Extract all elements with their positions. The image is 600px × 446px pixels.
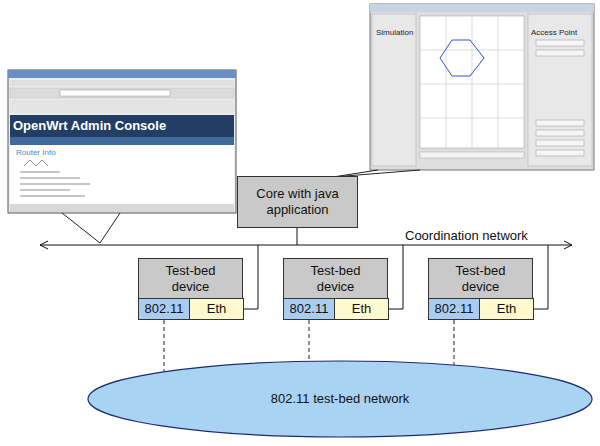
radio-link	[309, 320, 310, 361]
browser-section: Router Info	[16, 148, 56, 157]
node-text: Core with java application	[242, 186, 354, 217]
node-text-box: Test-bed device	[284, 259, 387, 298]
eth-interface: Eth	[334, 298, 389, 320]
java-app-screenshot	[370, 4, 594, 170]
panel-title: Simulation	[376, 28, 413, 37]
node-text-box: 802.11	[139, 299, 189, 319]
node-text: Test-bed device	[151, 263, 231, 294]
network-ellipse: 802.11 test-bed network	[87, 360, 593, 438]
radio-link	[454, 320, 455, 365]
device-box: Test-bed device 802.11 Eth	[428, 258, 533, 320]
node-text: 802.11	[145, 301, 184, 317]
wifi-interface: 802.11	[428, 298, 480, 320]
node-text-box: Test-bed device	[429, 259, 532, 298]
device-box: Test-bed device 802.11 Eth	[138, 258, 243, 320]
node-text-box: Eth	[335, 299, 388, 319]
panel-title: Access Point	[531, 28, 577, 37]
node-text-box: Core with java application	[238, 177, 357, 227]
node-text-box: 802.11 test-bed network	[87, 360, 593, 438]
node-text: Test-bed device	[441, 263, 521, 294]
wifi-interface: 802.11	[138, 298, 190, 320]
node-text-box: Eth	[480, 299, 533, 319]
node-text-box: Test-bed device	[139, 259, 242, 298]
node-text: Eth	[497, 301, 517, 317]
eth-interface: Eth	[189, 298, 244, 320]
node-text: Test-bed device	[296, 263, 376, 294]
device-box: Test-bed device 802.11 Eth	[283, 258, 388, 320]
callout-lines	[62, 170, 420, 243]
node-text: Eth	[352, 301, 372, 317]
browser-heading: OpenWrt Admin Console	[13, 118, 166, 133]
radio-link	[164, 320, 165, 372]
node-text-box: 802.11	[429, 299, 479, 319]
network-label: Coordination network	[405, 228, 528, 243]
eth-interface: Eth	[479, 298, 534, 320]
node-text: 802.11 test-bed network	[271, 391, 410, 407]
node-text: 802.11	[290, 301, 329, 317]
node-text-box: Eth	[190, 299, 243, 319]
node-text: Eth	[207, 301, 227, 317]
browser-screenshot	[8, 70, 236, 213]
core-box: Core with java application	[237, 176, 358, 228]
node-text-box: 802.11	[284, 299, 334, 319]
wifi-interface: 802.11	[283, 298, 335, 320]
node-text: 802.11	[435, 301, 474, 317]
